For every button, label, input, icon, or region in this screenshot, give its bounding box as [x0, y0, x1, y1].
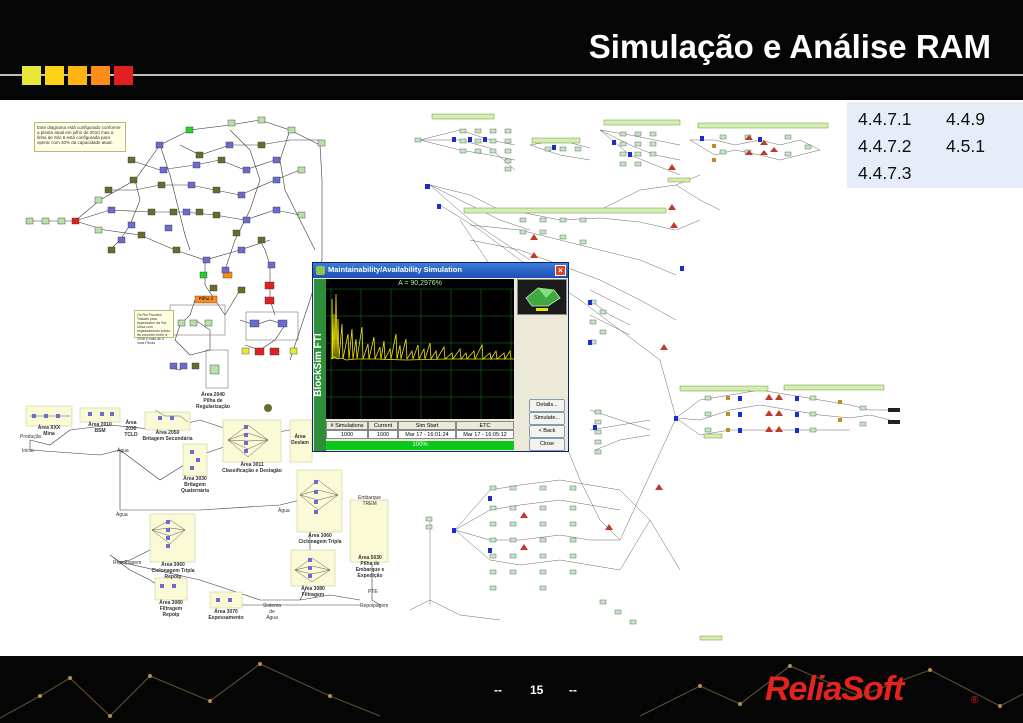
area-label: Área 3060 Ciclonagem Tripla Repolp	[151, 562, 195, 580]
flow-label: Inicio	[22, 448, 34, 454]
availability-plot: A = 90,2976%	[326, 279, 514, 419]
accent-square	[68, 66, 87, 85]
area-label: Área 3011 Classificação e Deslagão	[222, 462, 282, 474]
app-icon	[316, 266, 325, 275]
reference-item: 4.4.7.1	[858, 109, 912, 129]
area-label: Área 2040 Pilha de Regularização	[196, 392, 230, 410]
col-header: Sim Start	[398, 421, 456, 430]
table-cell: 1000	[326, 430, 368, 439]
progress-bar: 100%	[326, 441, 514, 450]
page-prefix: --	[494, 683, 502, 697]
flow-label: Água	[117, 448, 129, 454]
table-cell: Mar 17 - 16:05:12	[456, 430, 514, 439]
simulate-button[interactable]: Simulate...	[529, 412, 565, 425]
area-label: Área 3030 Britagem Quaternária	[180, 476, 210, 494]
table-cell: 1000	[368, 430, 398, 439]
flow-label: Produção	[20, 434, 42, 440]
flow-label: Repolpagem	[360, 603, 389, 609]
availability-value: A = 90,2976%	[398, 280, 442, 287]
area-label: Área 3080 Filtragem Repolp	[159, 600, 183, 618]
flow-label: PTE	[368, 589, 378, 595]
model-preview-icon	[525, 287, 561, 311]
flow-label: Repolpagem	[113, 560, 142, 566]
area-label: Área Deslam	[291, 434, 309, 446]
model-thumbnail	[517, 279, 567, 315]
sidebar-brand: BlockSim FTI	[313, 333, 324, 397]
area-label: Área XXX Mina	[37, 425, 61, 437]
slide-footer: -- 15 -- ReliaSoft ®	[0, 656, 1023, 723]
area-label: Área 2010 BSM	[88, 422, 112, 434]
accent-square	[114, 66, 133, 85]
slide-content: Este diagrama está configurado conforme …	[0, 100, 1023, 656]
area-label: Área 5030 Pilha de Embarque e Expedição	[355, 555, 385, 579]
table-cell: Mar 17 - 16:01:24	[398, 430, 456, 439]
accent-square	[22, 66, 41, 85]
block-pill-label: Pilha 2	[198, 296, 214, 301]
details-button[interactable]: Details...	[529, 399, 565, 412]
header-divider	[0, 74, 1023, 76]
col-header: Current	[368, 421, 398, 430]
flow-label: Embarque TREM	[358, 495, 382, 507]
flow-label: Sistema de Água	[263, 603, 282, 621]
window-title: Maintainability/Availability Simulation	[328, 265, 462, 274]
col-header: ETC	[456, 421, 514, 430]
reliasoft-logo: ReliaSoft	[765, 670, 904, 708]
simulation-window: Maintainability/Availability Simulation …	[312, 262, 569, 452]
availability-chart	[326, 288, 514, 419]
reference-item: 4.4.7.2	[858, 136, 912, 156]
config-note: Este diagrama está configurado conforme …	[34, 122, 126, 152]
page-number: 15	[530, 683, 544, 697]
rbd-diagram	[25, 113, 900, 641]
close-button[interactable]: Close	[529, 438, 565, 451]
area-label: Área 2030 TCLD	[124, 420, 138, 438]
area-label: Área 3080 Filtragem	[301, 586, 325, 598]
registered-mark: ®	[971, 695, 979, 706]
back-button[interactable]: < Back	[529, 425, 565, 438]
close-icon[interactable]: ×	[555, 265, 566, 276]
window-titlebar[interactable]: Maintainability/Availability Simulation …	[313, 263, 568, 278]
secondary-note: Os Rio Pruzano Tratado para espessador d…	[134, 310, 174, 345]
reference-item: 4.5.1	[946, 136, 985, 156]
area-label: Área 3070 Espessamento	[208, 609, 244, 621]
page-suffix: --	[569, 683, 577, 697]
reference-box: 4.4.7.1 4.4.9 4.4.7.2 4.5.1 4.4.7.3	[847, 102, 1023, 188]
accent-square	[91, 66, 110, 85]
blocksim-sidebar: BlockSim FTI	[313, 279, 326, 451]
reference-item: 4.4.9	[946, 109, 985, 129]
reference-item: 4.4.7.3	[858, 163, 912, 183]
flow-label: Água	[278, 508, 290, 514]
area-label: Área 2050 Britagem Secundária	[142, 430, 193, 442]
slide-header: Simulação e Análise RAM	[0, 0, 1023, 100]
accent-square	[45, 66, 64, 85]
flow-label: Água	[116, 512, 128, 518]
slide-title: Simulação e Análise RAM	[588, 28, 991, 65]
col-header: # Simulations	[326, 421, 368, 430]
footer-decoration	[0, 662, 1023, 719]
area-label: Área 3060 Ciclonagem Tripla	[298, 533, 342, 545]
